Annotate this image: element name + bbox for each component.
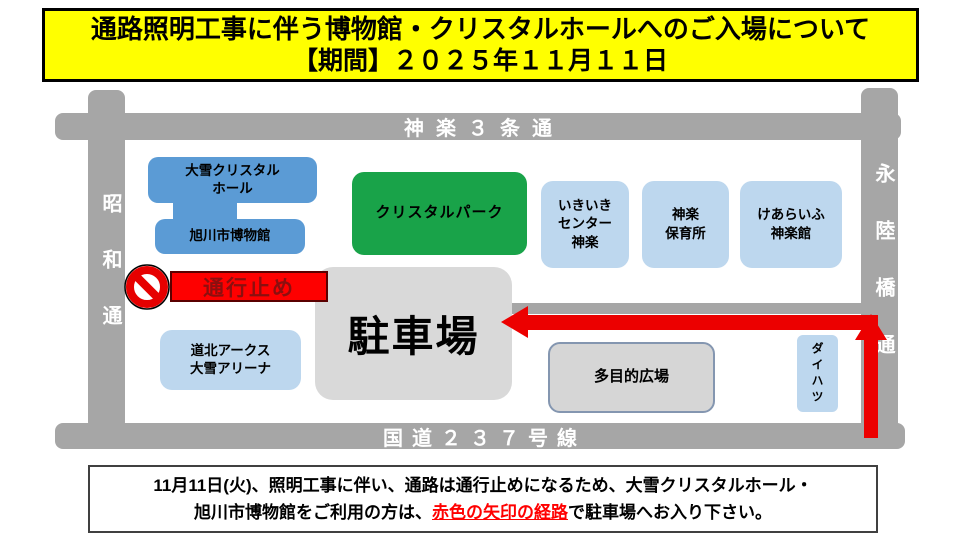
building-carelife-label: けあらいふ 神楽館 <box>757 207 825 241</box>
route-arrow-vertical <box>864 336 878 438</box>
poster-period: 【期間】２０２５年１１月１１日 <box>292 46 668 75</box>
building-nursery: 神楽 保育所 <box>642 181 729 268</box>
notice-line2-pre: 旭川市博物館をご利用の方は、 <box>194 503 432 522</box>
plaza: 多目的広場 <box>548 342 715 413</box>
notice-line2: 旭川市博物館をご利用の方は、赤色の矢印の経路で駐車場へお入り下さい。 <box>194 499 772 526</box>
building-daihatsu: ダイハツ <box>797 335 838 412</box>
building-arena: 道北アークス 大雪アリーナ <box>160 330 301 390</box>
building-crystal-hall: 大雪クリスタル ホール <box>148 157 317 203</box>
building-crystal-hall-label: 大雪クリスタル ホール <box>185 162 280 196</box>
building-carelife: けあらいふ 神楽館 <box>740 181 842 268</box>
road-label-showa: 昭和通 <box>99 193 121 361</box>
road-closed-label: 通行止め <box>203 276 295 300</box>
road-closed-banner: 通行止め <box>170 271 328 302</box>
route-arrow-horizontal <box>526 315 878 330</box>
building-arena-label: 道北アークス 大雪アリーナ <box>190 342 271 376</box>
parking-lot-label: 駐車場 <box>347 313 480 360</box>
road-route-237: 国道２３７号線 <box>55 423 905 450</box>
access-road <box>505 303 888 314</box>
notice-line1: 11月11日(火)、照明工事に伴い、通路は通行止めになるため、大雪クリスタルホー… <box>153 475 813 495</box>
road-label-route-237: 国道２３７号線 <box>383 427 586 450</box>
title-banner: 通路照明工事に伴う博物館・クリスタルホールへのご入場について 【期間】２０２５年… <box>42 8 919 82</box>
poster-title: 通路照明工事に伴う博物館・クリスタルホールへのご入場について <box>90 14 871 45</box>
road-showa-dori <box>88 90 125 430</box>
building-crystal-park-label: クリスタルパーク <box>375 204 504 222</box>
building-nursery-label: 神楽 保育所 <box>665 207 706 241</box>
building-museum-label: 旭川市博物館 <box>189 228 271 244</box>
road-label-kagura-3jo: 神楽３条通 <box>404 118 564 140</box>
notice-red-route-text: 赤色の矢印の経路 <box>432 503 568 522</box>
road-kagura-3jo-dori: 神楽３条通 <box>55 113 901 140</box>
no-entry-icon <box>124 264 170 310</box>
plaza-label: 多目的広場 <box>593 368 669 386</box>
building-museum: 旭川市博物館 <box>155 219 305 254</box>
notice-box: 11月11日(火)、照明工事に伴い、通路は通行止めになるため、大雪クリスタルホー… <box>88 465 878 533</box>
notice-line2-post: で駐車場へお入り下さい。 <box>568 503 772 522</box>
building-crystal-park: クリスタルパーク <box>352 172 527 255</box>
building-ikiiki-center-label: いきいき センター 神楽 <box>558 198 612 250</box>
parking-lot: 駐車場 <box>315 267 512 400</box>
route-arrow-horizontal-head-icon <box>501 306 528 338</box>
building-ikiiki-center: いきいき センター 神楽 <box>541 181 629 268</box>
building-daihatsu-label: ダイハツ <box>810 341 824 406</box>
